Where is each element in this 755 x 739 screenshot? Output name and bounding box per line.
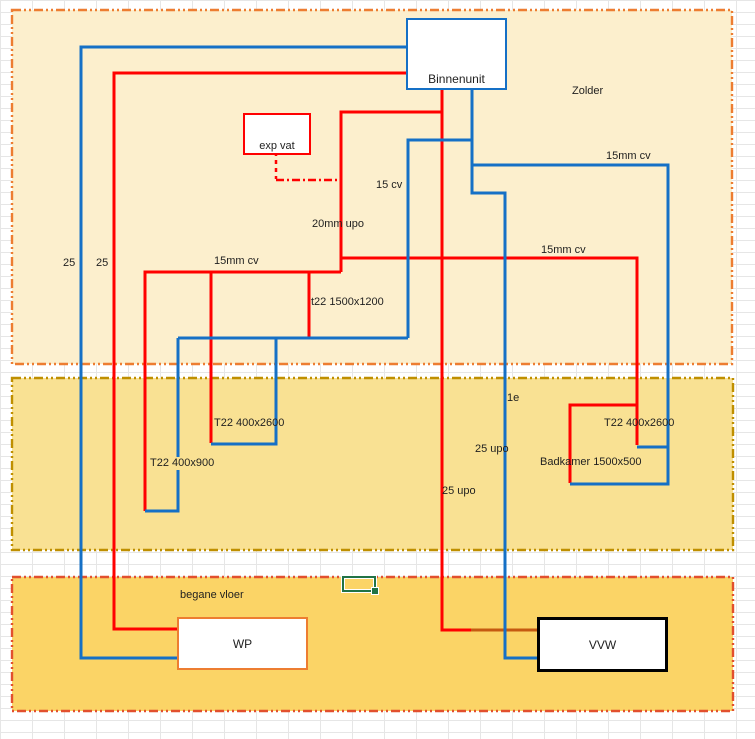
- selection-fill-handle-icon[interactable]: [371, 587, 379, 595]
- vvw-label: VVW: [588, 637, 617, 652]
- begane-vloer-section-label[interactable]: begane vloer: [180, 589, 244, 601]
- pipe-label-15mm-cv-left[interactable]: 15mm cv: [214, 255, 259, 267]
- pipe-label-25-upo-red[interactable]: 25 upo: [442, 485, 476, 497]
- radiator-label-t22-400x2600-right[interactable]: T22 400x2600: [604, 417, 675, 429]
- floor-label-1e[interactable]: 1e: [507, 392, 520, 404]
- pipe-label-15mm-cv-mid-right[interactable]: 15mm cv: [541, 244, 586, 256]
- pipe-red-binnenunit-to-wp[interactable]: [112, 71, 407, 631]
- pipe-label-25-upo-blue[interactable]: 25 upo: [475, 443, 509, 455]
- pipe-label-15cv[interactable]: 15 cv: [376, 179, 403, 191]
- section-first-floor[interactable]: [10, 376, 735, 552]
- pipe-blue-return-riser-left[interactable]: [406, 138, 472, 338]
- pipe-label-25-blue[interactable]: 25: [63, 257, 76, 269]
- section-zolder[interactable]: [10, 8, 734, 366]
- pipe-red-15mm-cv-left[interactable]: [143, 270, 341, 511]
- radiator-label-t22-1500x1200[interactable]: t22 1500x1200: [311, 296, 384, 308]
- pipe-red-20mm-upo-riser[interactable]: [339, 110, 442, 272]
- pipe-blue-binnenunit-to-vvw[interactable]: [470, 86, 537, 660]
- radiator-label-t22-400x2600-left[interactable]: T22 400x2600: [214, 417, 285, 429]
- pipe-blue-return-t22-400x2600-left[interactable]: [211, 338, 278, 446]
- pipe-red-binnenunit-down-25upo[interactable]: [440, 86, 474, 632]
- vvw-boiler-box[interactable]: VVW: [537, 617, 668, 672]
- pipe-red-15mm-cv-right[interactable]: [341, 256, 639, 445]
- pipe-label-15mm-cv-top-right[interactable]: 15mm cv: [606, 150, 651, 162]
- pipe-label-20mm-upo[interactable]: 20mm upo: [312, 218, 364, 230]
- pipe-blue-return-t22-400x900[interactable]: [145, 338, 180, 513]
- pipe-label-25-red[interactable]: 25: [96, 257, 109, 269]
- pipe-blue-wp-return[interactable]: [79, 45, 407, 660]
- expansion-vessel-label: exp vat: [259, 140, 295, 152]
- pipe-blue-15mm-cv-right-return[interactable]: [473, 163, 670, 486]
- binnenunit-box[interactable]: Binnenunit: [406, 18, 507, 90]
- expansion-vessel-box[interactable]: exp vat: [243, 113, 311, 155]
- pipe-red-feed-badkamer[interactable]: [568, 403, 637, 483]
- excel-selection-box[interactable]: [342, 576, 376, 592]
- wp-label: WP: [232, 636, 253, 651]
- wp-heatpump-box[interactable]: WP: [177, 617, 308, 670]
- radiator-label-badkamer-1500x500[interactable]: Badkamer 1500x500: [540, 456, 642, 468]
- zolder-section-label[interactable]: Zolder: [572, 85, 604, 97]
- binnenunit-label: Binnenunit: [428, 72, 485, 86]
- radiator-label-t22-400x900[interactable]: T22 400x900: [148, 457, 217, 470]
